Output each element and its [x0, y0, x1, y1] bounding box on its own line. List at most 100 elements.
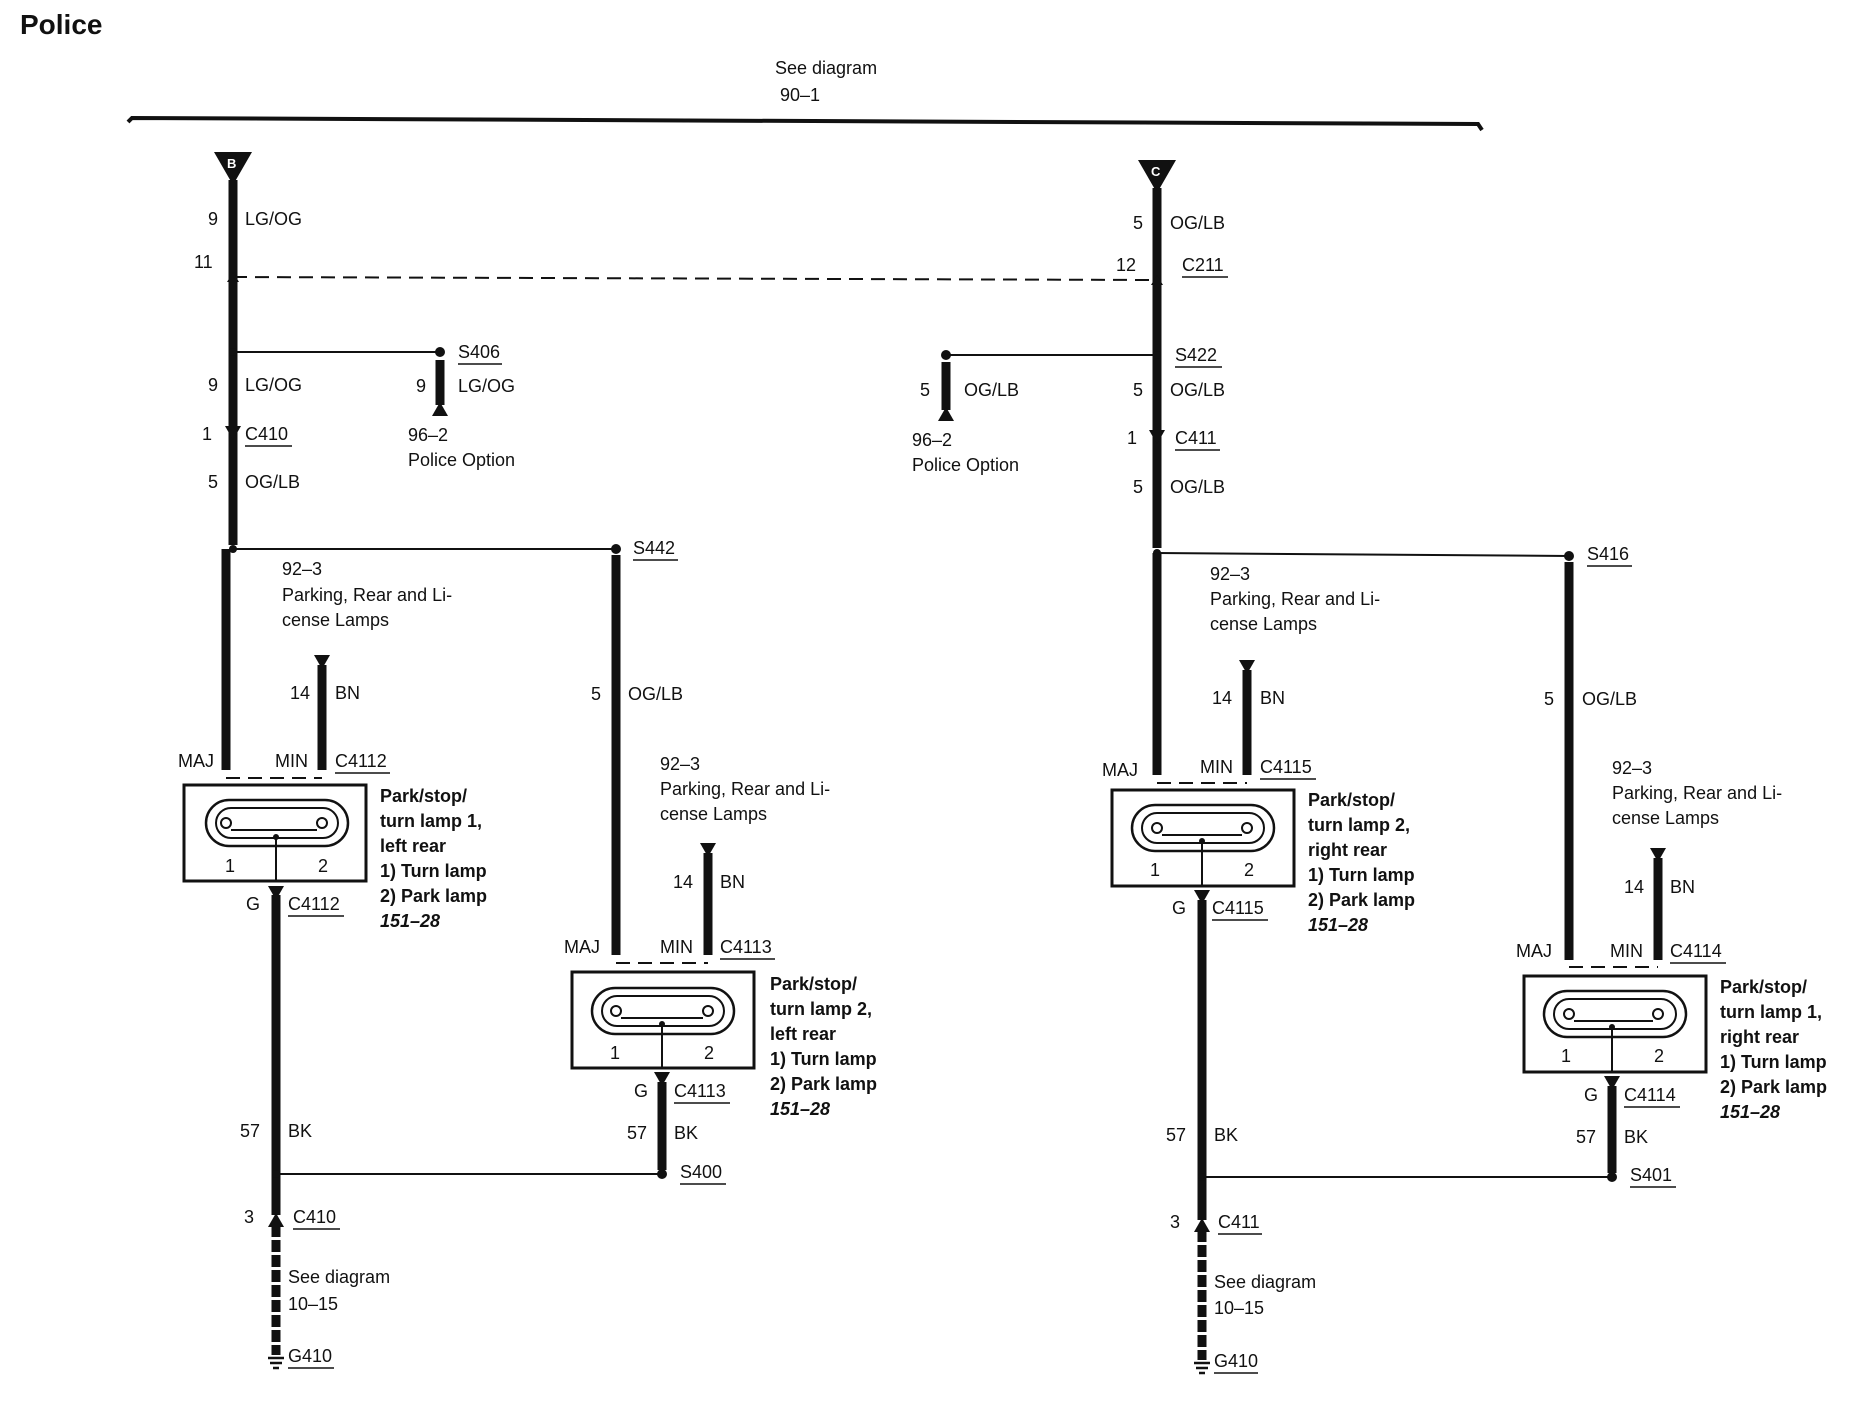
lamp-a-func1: 1) Turn lamp: [380, 861, 487, 881]
lamp-c-g-conn: C4115: [1212, 898, 1264, 918]
s416-dot-icon: [1564, 551, 1574, 561]
lamp-d-name3: right rear: [1720, 1027, 1799, 1047]
s442-dot-icon: [611, 544, 621, 554]
lamp-d-bulb-inner: [1553, 998, 1677, 1030]
lamp-a-ref-line2: cense Lamps: [282, 610, 389, 630]
lamp-c-name2: turn lamp 2,: [1308, 815, 1410, 835]
lamp-a-filament-2-icon: [316, 817, 328, 829]
s406-ref: 96–2: [408, 425, 448, 445]
right-c211-label: C211: [1182, 255, 1224, 275]
s422-wire-num: 5: [920, 380, 930, 400]
lamp-a-bn-num: 14: [290, 683, 310, 703]
s406-wire-num: 9: [416, 376, 426, 396]
left-c211-pin: 11: [194, 252, 213, 272]
lamp-d-w2-color: OG/LB: [1582, 689, 1637, 709]
lamp-c-func1: 1) Turn lamp: [1308, 865, 1415, 885]
left-branch-num: 9: [208, 375, 218, 395]
left-c410b-label: C410: [293, 1207, 336, 1227]
lamp-a-pin2: 2: [318, 856, 328, 876]
s416-branch-line: [1156, 552, 1570, 557]
s416-label: S416: [1587, 544, 1629, 564]
lamp-a-g: G: [246, 894, 260, 914]
s400-label: S400: [680, 1162, 722, 1182]
lamp-b-pin2: 2: [704, 1043, 714, 1063]
lamp-c-pin1: 1: [1150, 860, 1160, 880]
lamp-b-ref-line1: Parking, Rear and Li-: [660, 779, 830, 799]
lamp-d-maj: MAJ: [1516, 941, 1552, 961]
left-c410-arrow-icon: [225, 426, 241, 440]
lamp-a-name2: turn lamp 1,: [380, 811, 482, 831]
right-c411-label: C411: [1175, 428, 1217, 448]
s401-label: S401: [1630, 1165, 1672, 1185]
s422-dot-icon: [941, 350, 951, 360]
lamp-b-g-conn: C4113: [674, 1081, 726, 1101]
lamp-d-bn-num: 14: [1624, 877, 1644, 897]
right-c411b-pin: 3: [1170, 1212, 1180, 1232]
right-see-line1: See diagram: [1214, 1272, 1316, 1292]
lamp-b-func2: 2) Park lamp: [770, 1074, 877, 1094]
lamp-d-g: G: [1584, 1085, 1598, 1105]
lamp-c-min: MIN: [1200, 757, 1233, 777]
lamp-c-ref-line2: cense Lamps: [1210, 614, 1317, 634]
right-wire-num: 5: [1133, 477, 1143, 497]
connector-c-icon: [1138, 160, 1176, 193]
right-c411-arrow-icon: [1149, 430, 1165, 444]
left-ground-icon: [268, 1356, 284, 1370]
lamp-c-ref-line1: Parking, Rear and Li-: [1210, 589, 1380, 609]
lamp-b-filament-1-icon: [610, 1005, 622, 1017]
lamp-a-name3: left rear: [380, 836, 446, 856]
right-wire-top-color: OG/LB: [1170, 213, 1225, 233]
lamp-a-bn-color: BN: [335, 683, 360, 703]
lamp-b-g: G: [634, 1081, 648, 1101]
lamp-b-page: 151–28: [770, 1099, 830, 1119]
lamp-a-ref-line1: Parking, Rear and Li-: [282, 585, 452, 605]
lamp-d-pin1: 1: [1561, 1046, 1571, 1066]
s401-dot-icon: [1607, 1172, 1617, 1182]
lamp-d-g-arrow-icon: [1604, 1076, 1620, 1090]
right-branch-color: OG/LB: [1170, 380, 1225, 400]
lamp-d-page: 151–28: [1720, 1102, 1780, 1122]
lamp-c-g: G: [1172, 898, 1186, 918]
s442-label: S442: [633, 538, 675, 558]
lamp-b-bk-color: BK: [674, 1123, 698, 1143]
lamp-b-w2-num: 5: [591, 684, 601, 704]
right-ground-icon: [1194, 1361, 1210, 1375]
lamp-c-filament-1-icon: [1151, 822, 1163, 834]
lamp-d-name2: turn lamp 1,: [1720, 1002, 1822, 1022]
lamp-d-bk-num: 57: [1576, 1127, 1596, 1147]
s406-dot-icon: [435, 347, 445, 357]
lamp-b-ref-line2: cense Lamps: [660, 804, 767, 824]
lamp-d-func2: 2) Park lamp: [1720, 1077, 1827, 1097]
lamp-d-filament-2-icon: [1652, 1008, 1664, 1020]
lamp-a-pin1: 1: [225, 856, 235, 876]
lamp-c-conn: C4115: [1260, 757, 1312, 777]
lamp-a-g-conn: C4112: [288, 894, 340, 914]
right-wire-top-num: 5: [1133, 213, 1143, 233]
lamp-c-ref: 92–3: [1210, 564, 1250, 584]
left-bk-num: 57: [240, 1121, 260, 1141]
lamp-d-bulb-outer: [1542, 989, 1688, 1039]
lamp-c-filament-2-icon: [1241, 822, 1253, 834]
lamp-a-maj: MAJ: [178, 751, 214, 771]
lamp-b-maj: MAJ: [564, 937, 600, 957]
left-branch-color: LG/OG: [245, 375, 302, 395]
lamp-c-func2: 2) Park lamp: [1308, 890, 1415, 910]
lamp-d-bn-color: BN: [1670, 877, 1695, 897]
s422-ref: 96–2: [912, 430, 952, 450]
lamp-b-ref: 92–3: [660, 754, 700, 774]
lamp-c-maj: MAJ: [1102, 760, 1138, 780]
lamp-b-conn: C4113: [720, 937, 772, 957]
lamp-d-ref-line2: cense Lamps: [1612, 808, 1719, 828]
s406-label: S406: [458, 342, 500, 362]
connector-b-icon: [214, 152, 252, 185]
lamp-a-ref: 92–3: [282, 559, 322, 579]
s422-wire-color: OG/LB: [964, 380, 1019, 400]
page-title: Police: [20, 9, 102, 40]
lamp-c-name3: right rear: [1308, 840, 1387, 860]
s422-ref-label: Police Option: [912, 455, 1019, 475]
left-bk-color: BK: [288, 1121, 312, 1141]
lamp-b-bn-arrow-icon: [700, 843, 716, 857]
left-see-line2: 10–15: [288, 1294, 338, 1314]
s406-ref-label: Police Option: [408, 450, 515, 470]
left-c410b-pin: 3: [244, 1207, 254, 1227]
